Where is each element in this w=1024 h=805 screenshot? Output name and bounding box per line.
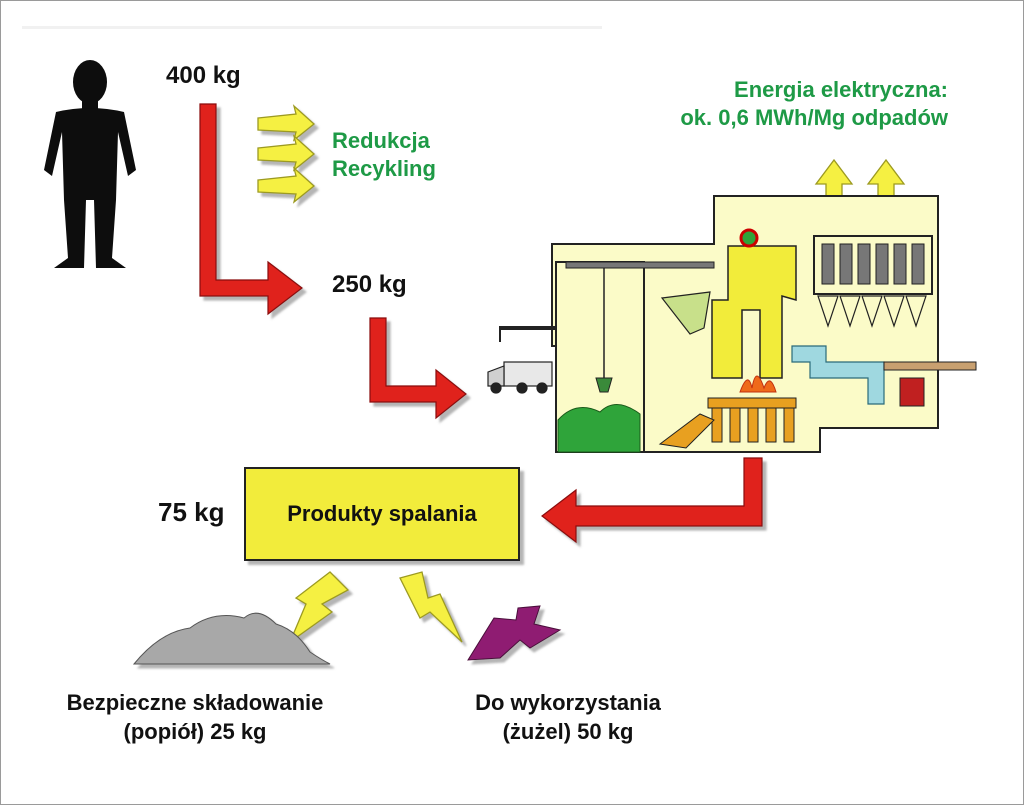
boiler [711,245,797,379]
flue-gas-pipe [791,345,885,405]
reduction-arrows [257,104,316,204]
weight-after-reduction-label: 250 kg [332,271,407,298]
filter-hoppers [817,295,927,328]
products-box [244,467,520,561]
weight-products-label: 75 kg [158,497,225,527]
top-faint-line [22,26,602,29]
reduction-arrow-3 [257,166,316,204]
boiler-indicator [739,228,759,248]
delivery-ramp [500,326,556,330]
reduction-arrow-1 [257,104,316,142]
slag-icon [467,605,562,661]
grate [707,397,797,443]
arrow-to-slag [399,571,463,643]
feed-hopper [660,291,711,335]
person-silhouette-icon [44,60,136,268]
products-box-label: Produkty spalania [287,501,477,526]
flow-arrow-250-to-plant [369,317,467,420]
filter-cells [821,243,925,285]
reduction-line-1: Redukcja [332,128,430,153]
energy-label: Energia elektryczna: ok. 0,6 MWh/Mg odpa… [588,76,948,132]
energy-line-1: Energia elektryczna: [734,77,948,102]
incineration-plant [499,195,977,453]
ash-pile-icon [132,612,331,665]
outlet-pipe [883,361,977,371]
reduction-line-2: Recykling [332,156,436,181]
energy-line-2: ok. 0,6 MWh/Mg odpadów [680,105,948,130]
stack-fan [899,377,925,407]
flow-arrow-plant-to-products [541,457,763,544]
ash-line-1: Bezpieczne składowanie [66,690,324,715]
ash-line-2: (popiół) 25 kg [123,719,267,744]
reduction-arrow-2 [257,134,316,172]
ash-conveyor [658,413,715,449]
ash-output-label: Bezpieczne składowanie (popiół) 25 kg [20,688,370,746]
crane-rail [565,261,715,269]
slag-output-label: Do wykorzystania (żużel) 50 kg [418,688,718,746]
flames [739,375,777,393]
waste-pile [557,404,641,453]
weight-start-label: 400 kg [166,62,241,89]
slag-line-2: (żużel) 50 kg [502,719,634,744]
garbage-truck-icon [487,361,553,394]
reduction-label: Redukcja Recykling [332,127,436,183]
crane-grab [595,377,613,393]
slag-line-1: Do wykorzystania [475,690,661,715]
flow-arrow-400-to-250 [199,103,303,316]
arrow-to-ash [288,571,350,644]
